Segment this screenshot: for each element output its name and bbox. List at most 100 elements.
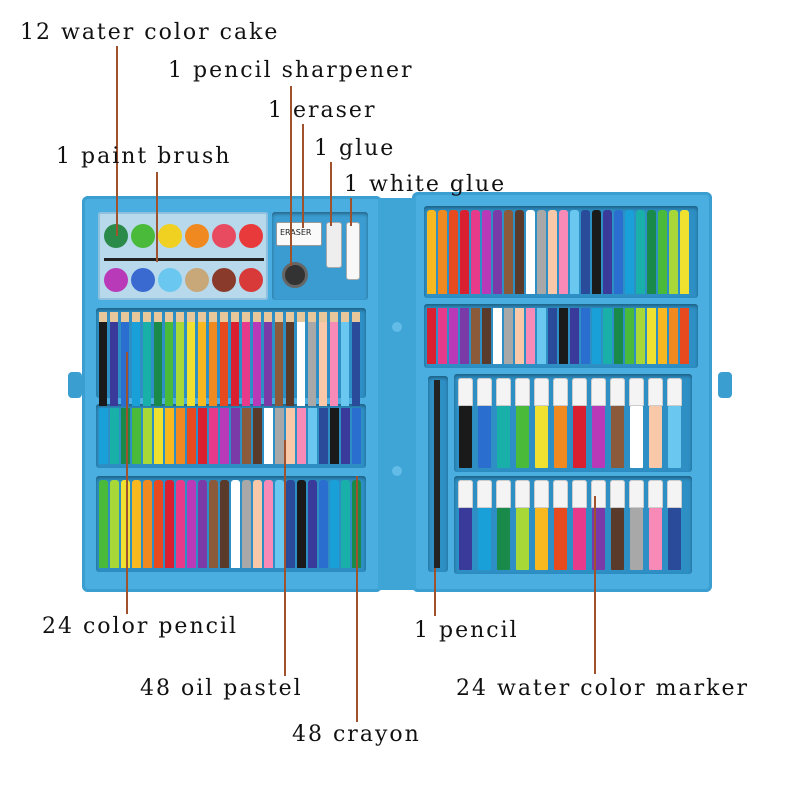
oil-pastel — [427, 308, 436, 364]
color-pencil — [242, 312, 250, 406]
oil-pastel — [341, 408, 350, 464]
color-pencil — [297, 312, 305, 406]
water-color-marker — [573, 406, 586, 468]
water-color-marker — [554, 508, 567, 570]
crayon — [603, 210, 612, 294]
crayon — [647, 210, 656, 294]
crayon — [264, 480, 273, 568]
crayon — [308, 480, 317, 568]
water-color-cake — [131, 268, 155, 292]
oil-pastel — [286, 408, 295, 464]
water-color-marker — [611, 406, 624, 468]
water-color-marker — [535, 508, 548, 570]
label-pencil-sharpener: 1 pencil sharpener — [168, 58, 414, 83]
oil-pastel — [143, 408, 152, 464]
water-color-cake — [212, 224, 236, 248]
water-color-marker — [497, 406, 510, 468]
oil-pastel — [308, 408, 317, 464]
crayon — [438, 210, 447, 294]
water-color-marker-cap — [496, 378, 511, 406]
color-pencil — [319, 312, 327, 406]
pencil-sharpener — [282, 262, 308, 288]
crayon — [176, 480, 185, 568]
water-color-marker — [592, 406, 605, 468]
color-pencil — [275, 312, 283, 406]
water-color-marker — [630, 508, 643, 570]
label-white-glue: 1 white glue — [344, 172, 507, 197]
eraser — [276, 222, 322, 246]
crayon — [198, 480, 207, 568]
leader-glue — [330, 162, 332, 226]
water-color-marker-cap — [572, 378, 587, 406]
crayon — [559, 210, 568, 294]
oil-pastel — [526, 308, 535, 364]
oil-pastel — [647, 308, 656, 364]
crayon — [319, 480, 328, 568]
leader-color-pencil — [126, 352, 128, 614]
water-color-marker-cap — [667, 480, 682, 508]
color-pencil — [143, 312, 151, 406]
water-color-marker — [630, 406, 643, 468]
crayon — [625, 210, 634, 294]
crayon — [548, 210, 557, 294]
crayon — [132, 480, 141, 568]
label-eraser: 1 eraser — [268, 98, 377, 123]
water-color-marker-cap — [591, 378, 606, 406]
leader-water-color-marker — [594, 496, 596, 674]
color-pencil — [231, 312, 239, 406]
oil-pastel — [592, 308, 601, 364]
water-color-marker-cap — [477, 378, 492, 406]
label-glue: 1 glue — [314, 136, 396, 161]
oil-pastel — [132, 408, 141, 464]
crayon — [471, 210, 480, 294]
water-color-marker-cap — [515, 480, 530, 508]
water-color-marker — [649, 406, 662, 468]
crayon — [99, 480, 108, 568]
water-color-marker-cap — [458, 480, 473, 508]
water-color-marker — [478, 406, 491, 468]
crayon — [614, 210, 623, 294]
water-color-marker — [535, 406, 548, 468]
hinge-hole-bottom — [392, 466, 402, 476]
oil-pastel — [504, 308, 513, 364]
water-color-marker-cap — [534, 480, 549, 508]
water-color-marker-cap — [610, 378, 625, 406]
leader-water-color-cake — [116, 46, 118, 236]
water-color-cake — [104, 268, 128, 292]
crayon — [220, 480, 229, 568]
water-color-marker — [668, 508, 681, 570]
label-crayon: 48 crayon — [292, 722, 421, 747]
crayon — [341, 480, 350, 568]
water-color-cake — [239, 224, 263, 248]
water-color-cake — [131, 224, 155, 248]
crayon — [449, 210, 458, 294]
water-color-marker — [516, 406, 529, 468]
water-color-cake — [185, 268, 209, 292]
paint-brush — [104, 258, 264, 261]
crayon — [275, 480, 284, 568]
oil-pastel — [636, 308, 645, 364]
color-pencil — [330, 312, 338, 406]
oil-pastel — [253, 408, 262, 464]
graphite-pencil — [434, 380, 440, 568]
leader-white-glue — [350, 198, 352, 226]
crayon — [187, 480, 196, 568]
color-pencil — [209, 312, 217, 406]
crayon — [154, 480, 163, 568]
oil-pastel — [231, 408, 240, 464]
crayon — [427, 210, 436, 294]
crayon — [504, 210, 513, 294]
water-color-marker-cap — [629, 480, 644, 508]
color-pencil — [132, 312, 140, 406]
color-pencil — [264, 312, 272, 406]
water-color-marker — [459, 406, 472, 468]
water-color-marker — [668, 406, 681, 468]
crayon — [482, 210, 491, 294]
crayon — [636, 210, 645, 294]
oil-pastel — [209, 408, 218, 464]
label-paint-brush: 1 paint brush — [56, 144, 232, 169]
crayon — [242, 480, 251, 568]
crayon — [231, 480, 240, 568]
water-color-marker-cap — [648, 480, 663, 508]
water-color-cake — [158, 224, 182, 248]
